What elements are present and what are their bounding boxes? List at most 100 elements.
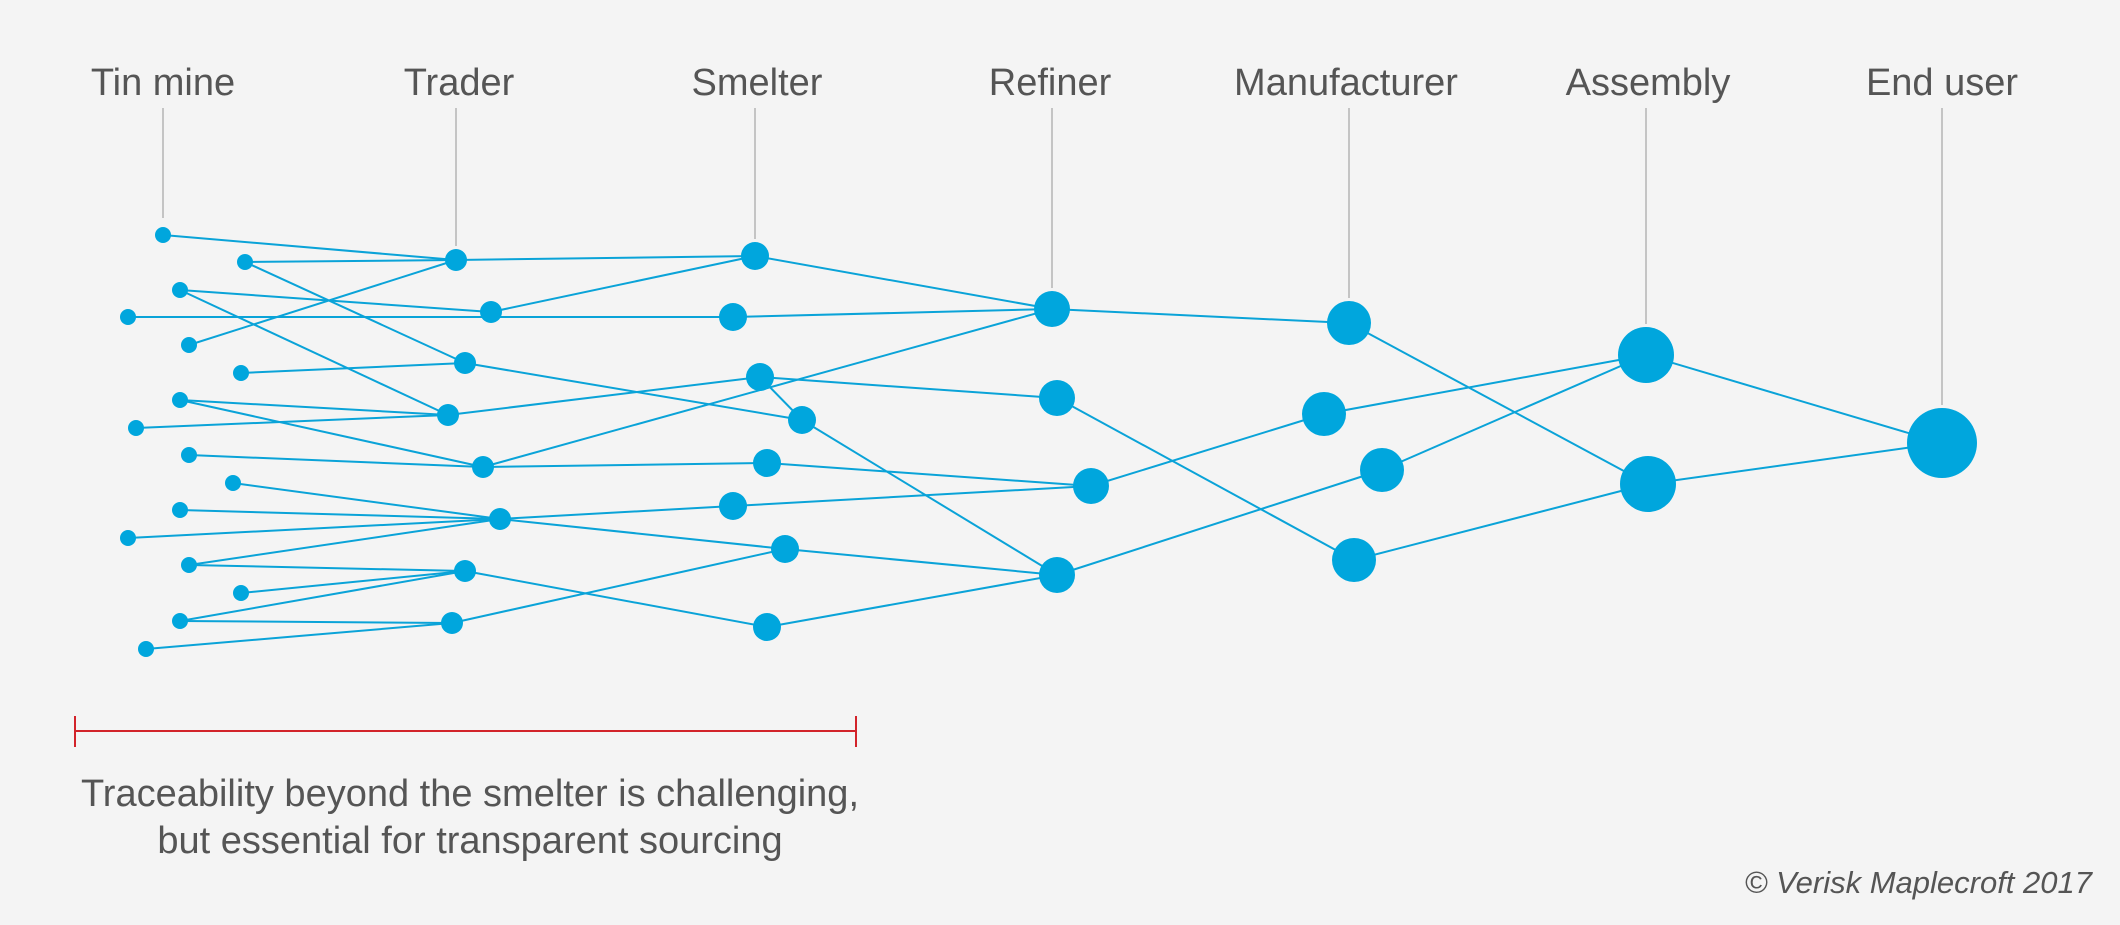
node-m11 xyxy=(172,502,188,518)
node-m9 xyxy=(181,447,197,463)
stage-label-trader: Trader xyxy=(404,62,515,104)
edge-m3-t2 xyxy=(179,289,492,313)
edge-r4-f3 xyxy=(1056,469,1383,576)
node-s7 xyxy=(771,535,799,563)
node-m10 xyxy=(225,475,241,491)
edge-s1-r1 xyxy=(754,255,1053,310)
edge-t8-s7 xyxy=(451,548,786,624)
caption-line-1: Traceability beyond the smelter is chall… xyxy=(81,773,859,815)
edge-r2-f4 xyxy=(1056,397,1355,561)
node-f3 xyxy=(1360,448,1404,492)
node-a1 xyxy=(1618,327,1674,383)
node-m14 xyxy=(233,585,249,601)
edge-m8-t4 xyxy=(135,414,449,429)
node-s4 xyxy=(788,406,816,434)
node-t2 xyxy=(480,301,502,323)
node-t8 xyxy=(441,612,463,634)
node-f4 xyxy=(1332,538,1376,582)
node-r2 xyxy=(1039,380,1075,416)
edge-m1-t1 xyxy=(162,234,457,261)
edge-m7-t5 xyxy=(179,399,484,468)
network-nodes xyxy=(120,227,1977,657)
node-m4 xyxy=(120,309,136,325)
node-t6 xyxy=(489,508,511,530)
node-s1 xyxy=(741,242,769,270)
edge-m13-t6 xyxy=(188,518,501,566)
node-s6 xyxy=(719,492,747,520)
edge-f2-a1 xyxy=(1323,354,1647,415)
node-a2 xyxy=(1620,456,1676,512)
stage-label-tin-mine: Tin mine xyxy=(91,62,235,104)
node-s8 xyxy=(753,613,781,641)
edge-t2-s1 xyxy=(490,255,756,313)
edge-m9-t5 xyxy=(188,454,484,468)
node-m13 xyxy=(181,557,197,573)
edge-m10-t6 xyxy=(232,482,501,520)
edge-s4-r4 xyxy=(801,419,1058,576)
edge-m14-t7 xyxy=(240,570,466,594)
edge-m2-t1 xyxy=(244,259,457,263)
node-s3 xyxy=(746,363,774,391)
node-m2 xyxy=(237,254,253,270)
node-f1 xyxy=(1327,301,1371,345)
node-m6 xyxy=(233,365,249,381)
edge-m5-t1 xyxy=(188,259,457,346)
traceability-bracket xyxy=(74,716,857,747)
edge-m15-t7 xyxy=(179,570,466,622)
stage-label-end-user: End user xyxy=(1866,62,2018,104)
edge-f3-a1 xyxy=(1381,354,1647,471)
stage-label-manufacturer: Manufacturer xyxy=(1234,62,1458,104)
edge-m13-t7 xyxy=(188,564,466,572)
edge-s7-r4 xyxy=(784,548,1058,576)
node-t5 xyxy=(472,456,494,478)
caption-line-2: but essential for transparent sourcing xyxy=(157,820,782,862)
edge-m12-t6 xyxy=(127,518,501,539)
node-s5 xyxy=(753,449,781,477)
edge-f1-a2 xyxy=(1348,322,1649,485)
edge-a2-e1 xyxy=(1647,442,1943,485)
stage-label-assembly: Assembly xyxy=(1566,62,1731,104)
node-m1 xyxy=(155,227,171,243)
node-m12 xyxy=(120,530,136,546)
node-e1 xyxy=(1907,408,1977,478)
node-r4 xyxy=(1039,557,1075,593)
node-t3 xyxy=(454,352,476,374)
stage-guide-lines xyxy=(162,108,1943,405)
edge-s6-r3 xyxy=(732,485,1092,507)
edge-m15-t8 xyxy=(179,620,453,624)
stage-labels: Tin mine Trader Smelter Refiner Manufact… xyxy=(91,62,2019,104)
edge-t6-s6 xyxy=(499,505,734,520)
edge-s2-r1 xyxy=(732,308,1053,318)
edge-s3-r2 xyxy=(759,376,1058,399)
edge-f4-a2 xyxy=(1353,483,1649,561)
node-r3 xyxy=(1073,468,1109,504)
node-t4 xyxy=(437,404,459,426)
node-r1 xyxy=(1034,291,1070,327)
node-f2 xyxy=(1302,392,1346,436)
edge-m16-t8 xyxy=(145,622,453,650)
edge-a1-e1 xyxy=(1645,354,1943,444)
edge-t4-s3 xyxy=(447,376,761,416)
edge-m3-t4 xyxy=(179,289,449,416)
copyright-credit: © Verisk Maplecroft 2017 xyxy=(1745,865,2094,900)
edge-s8-r4 xyxy=(766,574,1058,628)
edge-m2-t3 xyxy=(244,261,466,364)
node-m5 xyxy=(181,337,197,353)
node-t7 xyxy=(454,560,476,582)
node-m15 xyxy=(172,613,188,629)
node-m16 xyxy=(138,641,154,657)
edge-m6-t3 xyxy=(240,362,466,374)
network-edges xyxy=(127,234,1943,650)
edge-m11-t6 xyxy=(179,509,501,520)
edge-t6-s7 xyxy=(499,518,786,550)
edge-r3-f2 xyxy=(1090,413,1325,487)
node-m8 xyxy=(128,420,144,436)
edge-t1-s1 xyxy=(455,255,756,261)
node-m3 xyxy=(172,282,188,298)
edge-r1-f1 xyxy=(1051,308,1350,324)
stage-label-refiner: Refiner xyxy=(989,62,1112,104)
node-s2 xyxy=(719,303,747,331)
node-m7 xyxy=(172,392,188,408)
stage-label-smelter: Smelter xyxy=(692,62,823,104)
edge-t5-s5 xyxy=(482,462,768,468)
